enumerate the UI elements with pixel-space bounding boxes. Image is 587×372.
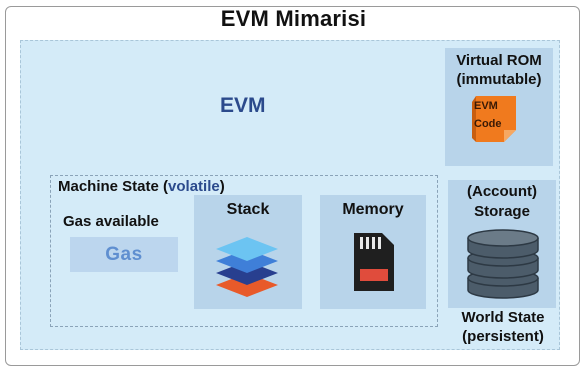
memory-label: Memory xyxy=(342,201,404,218)
gas-available-label: Gas available xyxy=(63,213,159,230)
world-state-line2: (persistent) xyxy=(462,328,544,345)
stack-icon xyxy=(212,229,282,301)
storage-label: (Account) Storage xyxy=(444,182,560,222)
storage-label-line2: Storage xyxy=(474,203,530,220)
evm-code-icon xyxy=(470,92,520,144)
virtual-rom-label: Virtual ROM (immutable) xyxy=(440,51,558,89)
storage-label-line1: (Account) xyxy=(467,183,537,200)
stack-label: Stack xyxy=(226,201,270,218)
diagram-title: EVM Mimarisi xyxy=(220,6,367,31)
evm-label: EVM xyxy=(220,94,266,117)
virtual-rom-subtitle: (immutable) xyxy=(456,71,542,88)
gas-box-text: Gas xyxy=(105,243,143,265)
memory-panel: Memory xyxy=(320,195,426,309)
memory-card-icon xyxy=(352,231,396,293)
database-icon xyxy=(464,226,542,300)
evm-code-line2: Code xyxy=(474,118,502,130)
machine-state-title: Machine State (volatile) xyxy=(58,178,225,195)
evm-code-line1: EVM xyxy=(474,100,498,112)
stack-panel: Stack xyxy=(194,195,302,309)
world-state-label: World State (persistent) xyxy=(438,308,568,346)
evm-code-text: EVM Code xyxy=(470,97,520,133)
machine-state-volatile: volatile xyxy=(168,178,220,195)
gas-box: Gas xyxy=(70,237,178,272)
machine-state-title-suffix: ) xyxy=(219,178,225,195)
world-state-line1: World State xyxy=(461,309,545,326)
machine-state-title-prefix: Machine State ( xyxy=(58,178,169,195)
virtual-rom-title: Virtual ROM xyxy=(456,52,542,69)
